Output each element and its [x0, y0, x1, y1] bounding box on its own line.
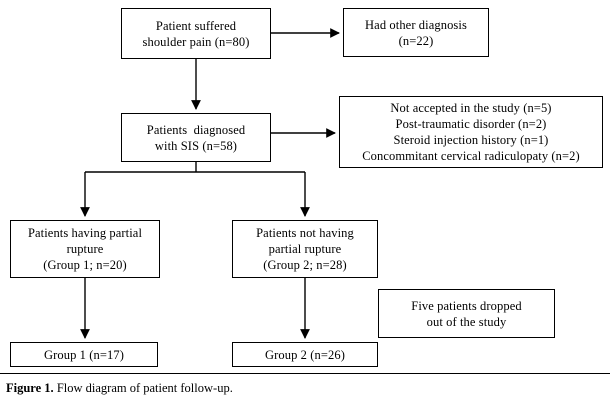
node-line: (Group 1; n=20)	[43, 258, 127, 272]
node-five-patients-dropped-out: Five patients dropped out of the study	[378, 289, 555, 338]
figure-caption-label: Figure 1.	[6, 381, 54, 395]
node-line: partial rupture	[268, 242, 342, 256]
node-line: rupture	[66, 242, 104, 256]
node-line: Patients having partial	[27, 226, 143, 240]
node-line: with SIS (n=58)	[154, 138, 238, 153]
node-line: shoulder pain (n=80)	[142, 34, 250, 49]
node-patients-not-having-partial-rupture: Patients not having partial rupture (Gro…	[232, 220, 378, 278]
figure-caption-text: Flow diagram of patient follow-up.	[56, 381, 233, 395]
node-line: Concommitant cervical radiculopaty (n=2)	[362, 149, 580, 164]
caption-divider	[0, 373, 610, 374]
node-line: Patients not having	[256, 226, 354, 240]
node-line: Group 2 (n=26)	[265, 347, 345, 362]
node-line: (n=22)	[398, 33, 434, 48]
node-group1-final: Group 1 (n=17)	[10, 342, 158, 367]
node-patient-suffered: Patient suffered shoulder pain (n=80)	[121, 8, 271, 59]
node-had-other-diagnosis: Had other diagnosis (n=22)	[343, 8, 489, 57]
node-line: out of the study	[426, 314, 507, 329]
node-line: Patients diagnosed	[146, 122, 246, 137]
node-line: Group 1 (n=17)	[44, 347, 124, 362]
node-line: (Group 2; n=28)	[263, 258, 347, 272]
node-exclusion-criteria: Not accepted in the study (n=5) Post-tra…	[339, 96, 603, 168]
node-line: Five patients dropped	[411, 298, 522, 313]
node-line: Steroid injection history (n=1)	[393, 133, 549, 147]
node-patients-diagnosed-sis: Patients diagnosed with SIS (n=58)	[121, 113, 271, 162]
node-patients-having-partial-rupture: Patients having partial rupture (Group 1…	[10, 220, 160, 278]
node-line: Patient suffered	[155, 18, 237, 33]
node-line: Not accepted in the study (n=5)	[390, 100, 552, 115]
node-line: Post-traumatic disorder (n=2)	[395, 116, 547, 131]
figure-caption: Figure 1. Flow diagram of patient follow…	[6, 380, 606, 396]
node-group2-final: Group 2 (n=26)	[232, 342, 378, 367]
node-line: Had other diagnosis	[365, 17, 467, 32]
